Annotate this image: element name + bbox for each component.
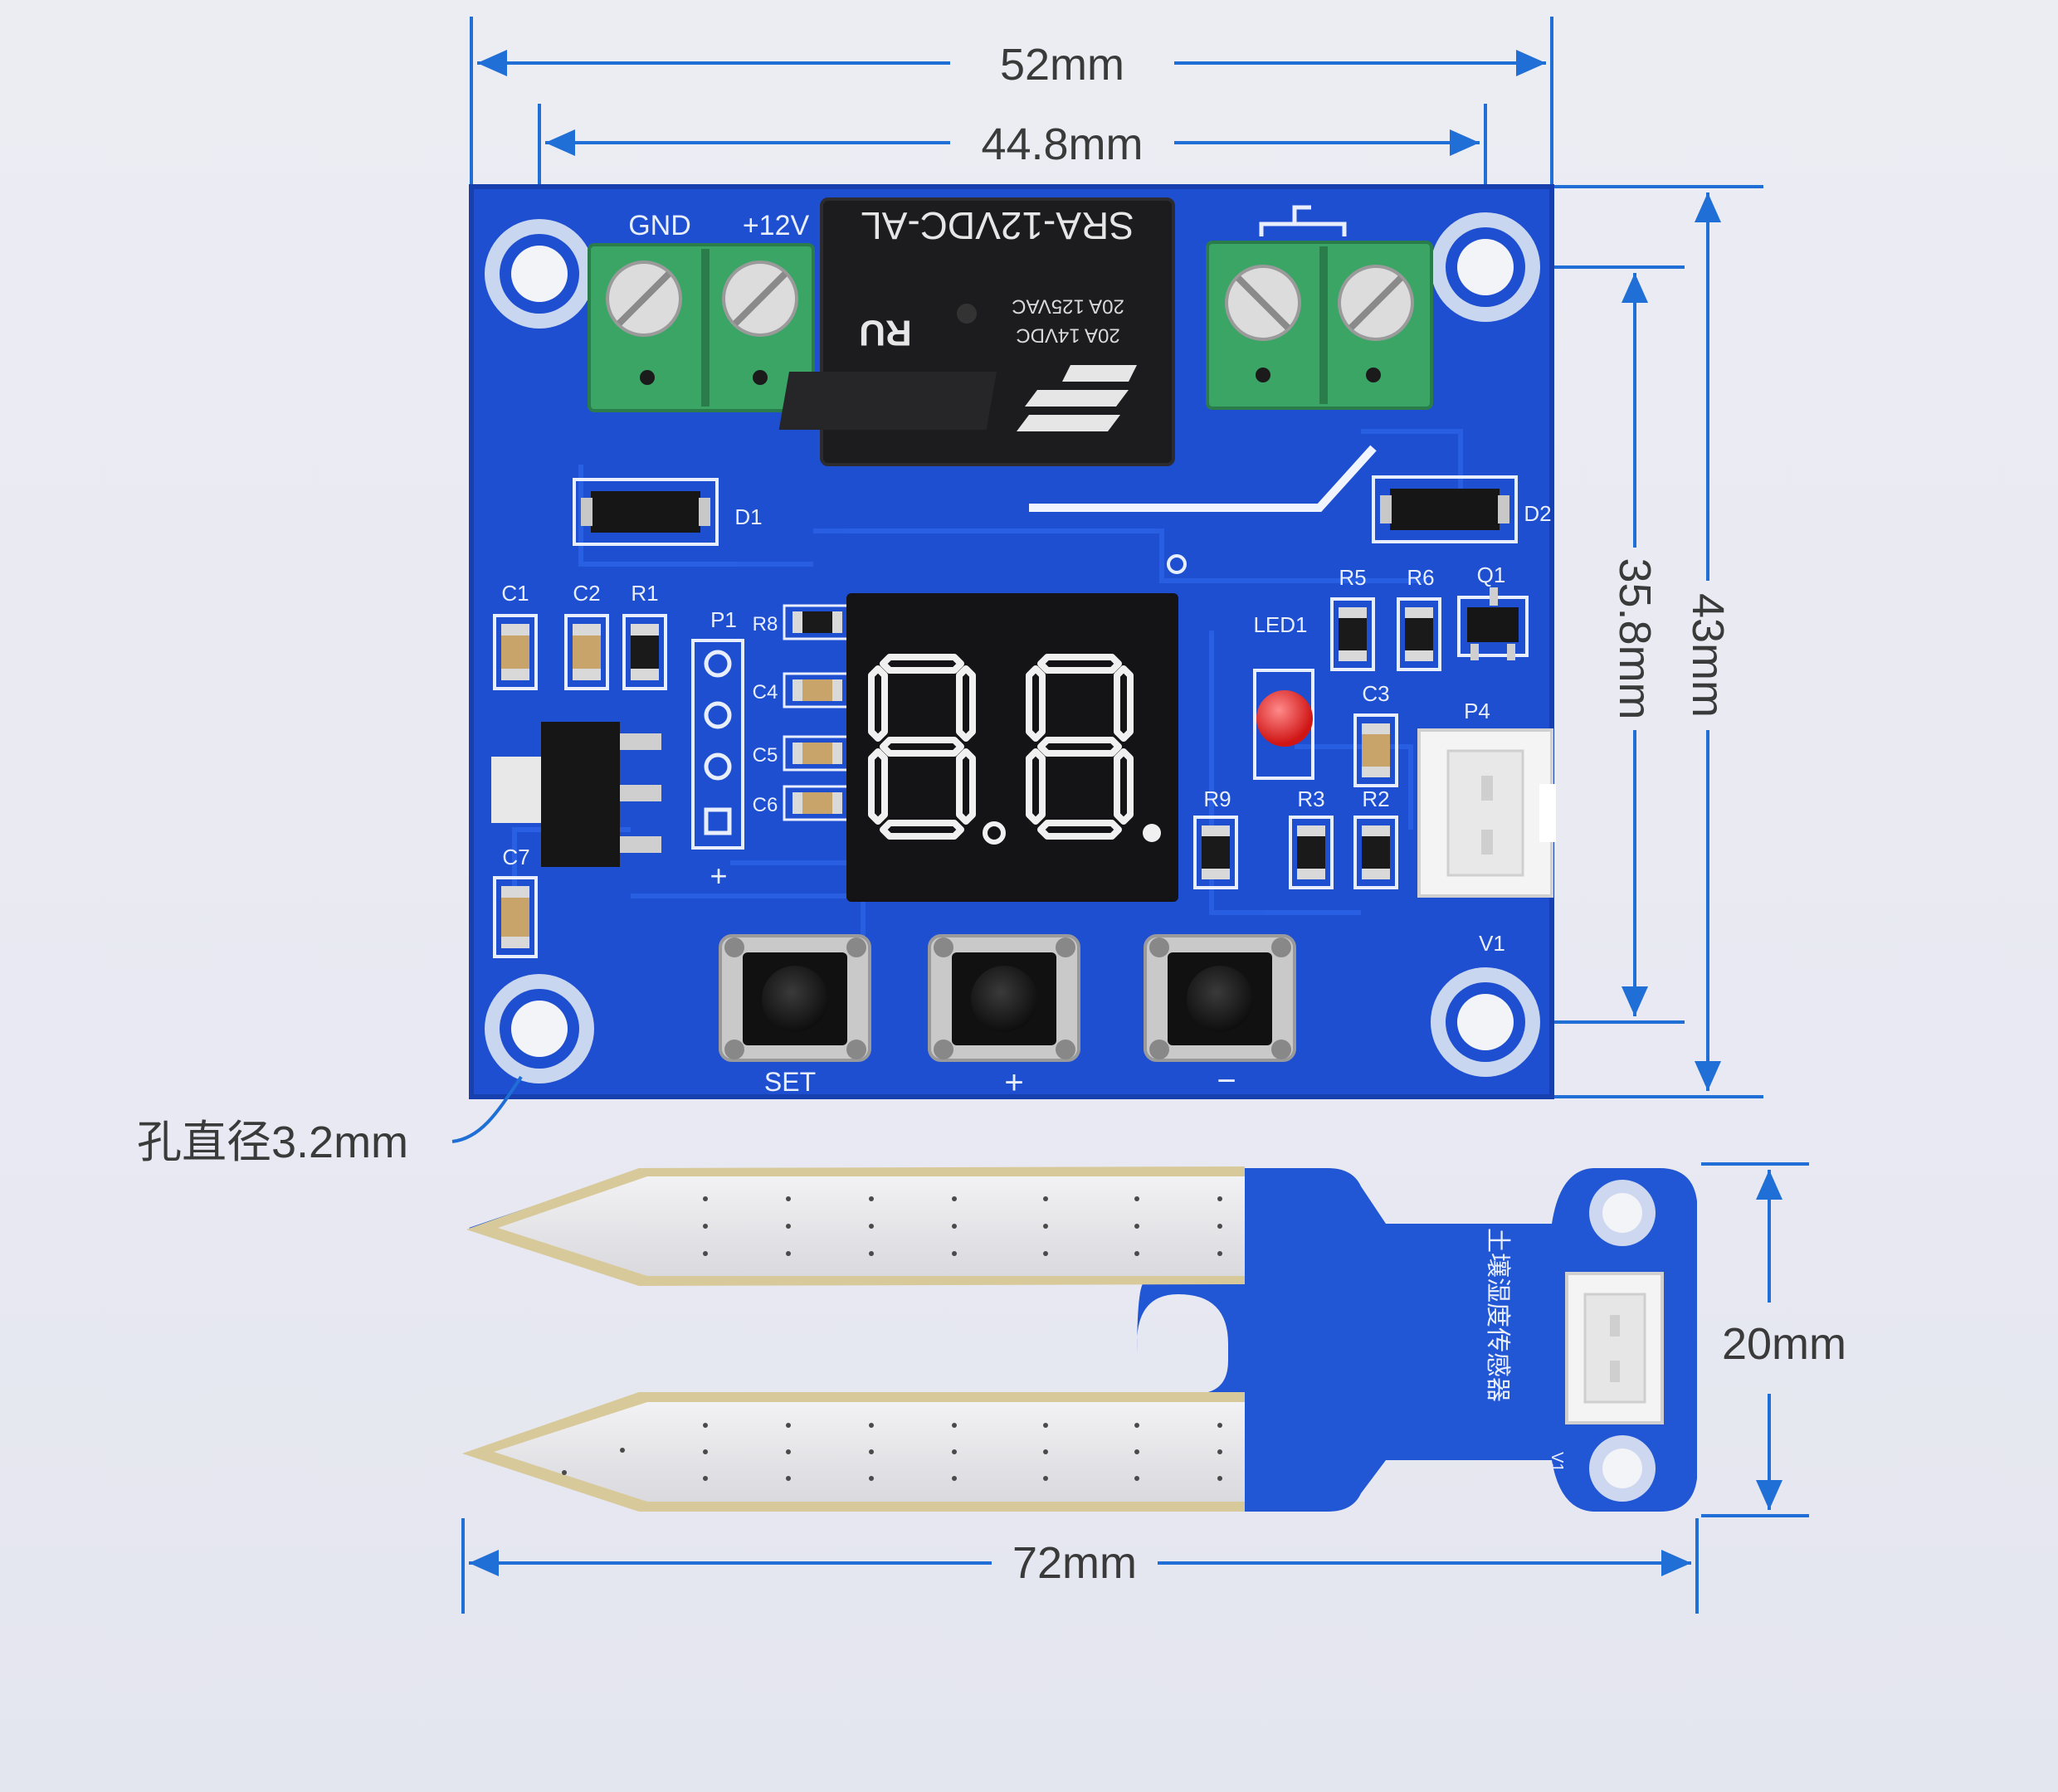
smd-r3 bbox=[1289, 816, 1334, 889]
label-p4: P4 bbox=[1464, 699, 1490, 723]
button-set[interactable] bbox=[719, 934, 871, 1062]
relay-rating-1: 20A 14VDC bbox=[1016, 324, 1119, 347]
label-header-plus: + bbox=[710, 859, 727, 893]
label-p1: P1 bbox=[710, 607, 737, 632]
label-c4: C4 bbox=[753, 681, 778, 704]
seven-segment-display bbox=[846, 593, 1178, 902]
display-digits bbox=[868, 654, 1134, 840]
label-q1: Q1 bbox=[1477, 562, 1506, 587]
dimension-board-height: 43mm bbox=[1683, 593, 1733, 718]
dimension-probe-width: 20mm bbox=[1722, 1319, 1846, 1369]
soil-moisture-probe bbox=[462, 1166, 1697, 1512]
label-c7: C7 bbox=[502, 845, 529, 869]
display-decimal-point-1 bbox=[983, 821, 1006, 845]
probe-label: 土壤湿度传感器 bbox=[1483, 1228, 1512, 1402]
smd-r2 bbox=[1353, 816, 1398, 889]
button-set-label: SET bbox=[764, 1067, 816, 1097]
button-plus[interactable] bbox=[928, 934, 1080, 1062]
label-c3: C3 bbox=[1362, 681, 1389, 706]
smd-c4 bbox=[783, 672, 852, 709]
dimension-lines-probe bbox=[461, 1162, 1809, 1614]
connector-p4 bbox=[1417, 728, 1556, 898]
probe-connector bbox=[1565, 1272, 1664, 1424]
diode-d2-label: D2 bbox=[1524, 501, 1551, 526]
relay bbox=[778, 197, 1175, 466]
label-c5: C5 bbox=[753, 744, 778, 767]
label-r1: R1 bbox=[631, 581, 658, 606]
label-r5: R5 bbox=[1339, 565, 1366, 590]
button-minus[interactable] bbox=[1144, 934, 1296, 1062]
dimension-hole-spacing-x: 44.8mm bbox=[981, 119, 1143, 169]
smd-r5 bbox=[1330, 597, 1375, 671]
dimension-hole-diameter: 孔直径3.2mm bbox=[137, 1118, 408, 1167]
label-r6: R6 bbox=[1407, 565, 1434, 590]
led-indicator bbox=[1256, 690, 1313, 747]
display-decimal-point-2 bbox=[1143, 824, 1161, 842]
mounting-holes bbox=[485, 212, 1540, 1083]
label-r9: R9 bbox=[1203, 786, 1231, 811]
smd-r6 bbox=[1397, 597, 1441, 671]
label-led1: LED1 bbox=[1253, 612, 1307, 637]
mounting-hole-top-left bbox=[485, 219, 594, 329]
relay-rating-2: 20A 125VAC bbox=[1012, 295, 1124, 318]
dimension-probe-length: 72mm bbox=[1012, 1538, 1137, 1588]
relay-model-label: SRA-12VDC-AL bbox=[861, 204, 1134, 247]
label-r8: R8 bbox=[753, 613, 778, 635]
smd-c2 bbox=[564, 614, 609, 690]
terminal-block-relay-output bbox=[1206, 241, 1433, 410]
dimension-board-width: 52mm bbox=[1000, 40, 1124, 90]
mounting-hole-bottom-right bbox=[1431, 967, 1540, 1077]
relay-brand-logo bbox=[1017, 365, 1137, 431]
silkscreen-relay-arc bbox=[1029, 445, 1377, 512]
smd-c3 bbox=[1353, 713, 1398, 787]
smd-r9 bbox=[1193, 816, 1238, 889]
probe-hole-bottom bbox=[1589, 1435, 1656, 1502]
terminal-block-power bbox=[588, 243, 815, 412]
smd-r1 bbox=[622, 614, 667, 690]
control-board: GND +12V SRA-12VDC-AL 20A 14VDC 20A 125V… bbox=[469, 184, 1556, 1101]
hole-diameter-leader bbox=[451, 1075, 523, 1143]
button-minus-label: − bbox=[1217, 1063, 1236, 1099]
label-c1: C1 bbox=[501, 581, 529, 606]
button-plus-label: + bbox=[1004, 1064, 1023, 1101]
label-r3: R3 bbox=[1297, 786, 1324, 811]
dimension-hole-spacing-y: 35.8mm bbox=[1610, 558, 1660, 719]
probe-hole-top bbox=[1589, 1180, 1656, 1246]
diode-d1 bbox=[573, 478, 719, 546]
diode-d1-label: D1 bbox=[734, 504, 762, 529]
relay-cert-logo: RU bbox=[859, 312, 912, 353]
header-p1 bbox=[691, 639, 744, 850]
led1 bbox=[1253, 669, 1314, 780]
terminal-label-12v: +12V bbox=[743, 210, 810, 241]
voltage-regulator bbox=[491, 722, 661, 867]
diode-d2 bbox=[1372, 475, 1518, 543]
switch-symbol bbox=[1259, 205, 1347, 236]
mounting-hole-bottom-left bbox=[485, 974, 594, 1083]
terminal-label-gnd: GND bbox=[628, 210, 691, 241]
probe-pin-label: V1 bbox=[1548, 1452, 1566, 1472]
smd-c5 bbox=[783, 735, 852, 772]
label-r2: R2 bbox=[1362, 786, 1389, 811]
mounting-hole-top-right bbox=[1431, 212, 1540, 322]
transistor-q1 bbox=[1457, 587, 1529, 660]
smd-c7 bbox=[493, 876, 538, 958]
label-c2: C2 bbox=[573, 581, 600, 606]
probe-via-dots bbox=[562, 1196, 1222, 1481]
smd-c1 bbox=[493, 614, 538, 690]
label-c6: C6 bbox=[753, 794, 778, 816]
label-v1: V1 bbox=[1479, 931, 1505, 956]
